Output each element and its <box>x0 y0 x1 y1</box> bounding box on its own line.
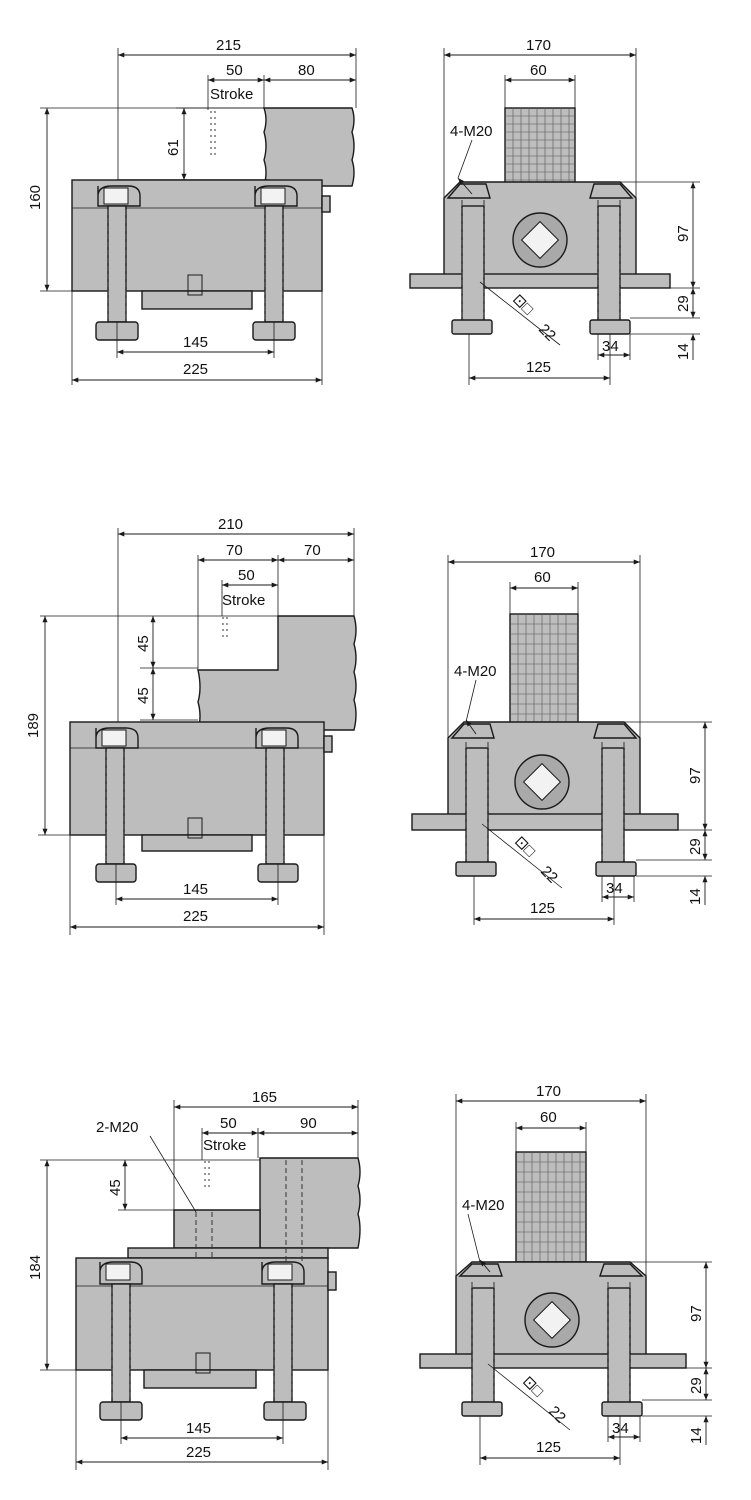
clamp-left <box>95 185 141 341</box>
dim-61: 61 <box>165 139 182 156</box>
dim-70-right: 70 <box>304 542 321 559</box>
jaw-grid <box>509 613 579 731</box>
dim-189: 189 <box>25 713 42 738</box>
dim-145: 145 <box>183 334 208 351</box>
dim-50-stroke: 50 <box>226 62 243 79</box>
base-flange <box>411 813 679 831</box>
jaw-block <box>259 1157 361 1249</box>
dim-80: 80 <box>298 62 315 79</box>
dim-60: 60 <box>534 569 551 586</box>
thread-label: 4-M20 <box>450 123 493 140</box>
dim-45-upper: 45 <box>135 635 152 652</box>
dim-225: 225 <box>183 361 208 378</box>
square-symbol: ⊡□ <box>511 833 538 860</box>
square-symbol: ⊡□ <box>509 291 536 318</box>
dim-60: 60 <box>530 62 547 79</box>
dim-29: 29 <box>687 838 704 855</box>
dim-45: 45 <box>107 1179 124 1196</box>
jaw-block <box>263 107 355 187</box>
view-mid-side: 210 70 70 50 Stroke 45 45 189 145 225 <box>25 516 357 935</box>
dim-165: 165 <box>252 1089 277 1106</box>
dim-145: 145 <box>186 1420 211 1437</box>
view-top-front: 4-M20 ⊡□ 22 170 60 97 29 14 34 125 <box>409 37 700 385</box>
dim-14: 14 <box>687 888 704 905</box>
view-mid-front: 4-M20 ⊡□ 22 170 60 97 29 14 34 125 <box>411 544 712 925</box>
dim-14: 14 <box>688 1427 705 1444</box>
dim-70-left: 70 <box>226 542 243 559</box>
dim-125: 125 <box>536 1439 561 1456</box>
jaw-grid <box>515 1151 587 1263</box>
dim-90: 90 <box>300 1115 317 1132</box>
dim-14: 14 <box>675 343 692 360</box>
view-top-side: 215 50 80 Stroke 61 160 145 225 <box>27 37 357 385</box>
dim-50-stroke: 50 <box>238 567 255 584</box>
square-22: 22 <box>537 863 561 887</box>
base-flange <box>409 273 671 289</box>
dim-50-stroke: 50 <box>220 1115 237 1132</box>
dim-97: 97 <box>687 767 704 784</box>
dim-225: 225 <box>183 908 208 925</box>
dim-184: 184 <box>27 1255 44 1280</box>
thread-label: 2-M20 <box>96 1119 139 1136</box>
dim-97: 97 <box>688 1305 705 1322</box>
view-bot-front: 4-M20 ⊡□ 22 170 60 97 29 14 34 125 <box>419 1083 712 1465</box>
dim-125: 125 <box>526 359 551 376</box>
dim-97: 97 <box>675 225 692 242</box>
dim-210: 210 <box>218 516 243 533</box>
square-22: 22 <box>545 1403 569 1427</box>
square-symbol: ⊡□ <box>519 1373 546 1400</box>
dim-125: 125 <box>530 900 555 917</box>
dim-225: 225 <box>186 1444 211 1461</box>
jaw-block-stepped <box>197 615 357 731</box>
dim-170: 170 <box>526 37 551 54</box>
jaw-grid <box>504 107 576 191</box>
dim-29: 29 <box>688 1377 705 1394</box>
stroke-label: Stroke <box>210 86 253 103</box>
thread-label: 4-M20 <box>454 663 497 680</box>
bottom-block <box>141 290 253 310</box>
base-flange <box>419 1353 687 1369</box>
dim-45-lower: 45 <box>135 687 152 704</box>
dim-160: 160 <box>27 185 44 210</box>
dim-145: 145 <box>183 881 208 898</box>
stroke-label: Stroke <box>222 592 265 609</box>
dim-170: 170 <box>530 544 555 561</box>
thread-label: 4-M20 <box>462 1197 505 1214</box>
view-bot-side: 2-M20 165 50 90 Stroke 45 184 145 225 <box>27 1089 361 1470</box>
dim-29: 29 <box>675 295 692 312</box>
dim-60: 60 <box>540 1109 557 1126</box>
mid-block <box>173 1209 261 1249</box>
dim-170: 170 <box>536 1083 561 1100</box>
dim-215: 215 <box>216 37 241 54</box>
clamp-right <box>261 1261 307 1421</box>
stroke-label: Stroke <box>203 1137 246 1154</box>
